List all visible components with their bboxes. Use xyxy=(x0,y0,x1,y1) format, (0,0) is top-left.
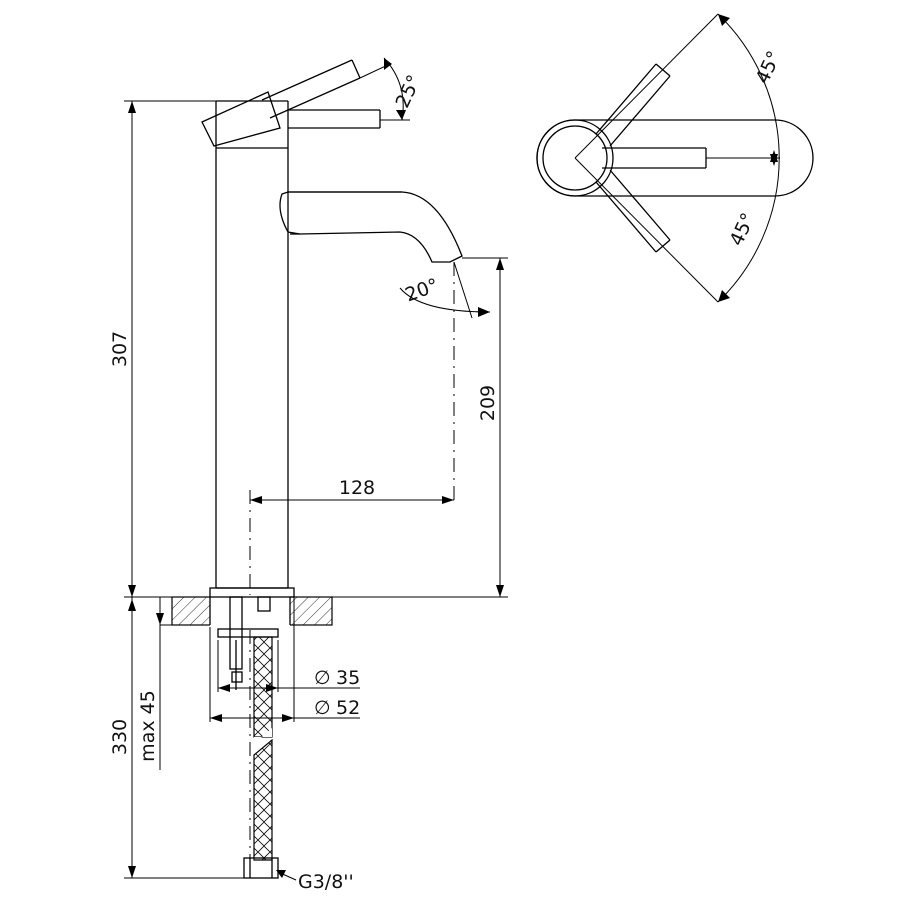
total-height-label: 307 xyxy=(109,331,131,367)
diameter-symbol-35: ∅ xyxy=(314,667,331,689)
lever-rotation-upper-label: 45° xyxy=(751,48,785,88)
spout-height-label: 209 xyxy=(477,385,499,421)
spout-angle-label: 20° xyxy=(402,274,441,306)
faucet-top-view xyxy=(536,13,814,303)
dimension-lines xyxy=(124,57,508,881)
dimension-labels: 307 330 max 45 209 128 ∅ 35 ∅ 52 G3/8'' … xyxy=(109,48,786,893)
diameter-52-label: 52 xyxy=(336,697,360,719)
countertop-section xyxy=(171,587,333,690)
flexible-hose xyxy=(243,636,279,879)
lever-tilt-label: 25° xyxy=(391,72,425,112)
lever-rotation-lower-label: 45° xyxy=(725,210,759,250)
max-counter-label: max 45 xyxy=(137,690,159,762)
diameter-symbol-52: ∅ xyxy=(314,697,331,719)
diameter-35-label: 35 xyxy=(336,667,360,689)
connection-label: G3/8'' xyxy=(298,871,354,893)
spout-reach-label: 128 xyxy=(339,477,375,499)
below-counter-label: 330 xyxy=(109,719,131,755)
faucet-side-view xyxy=(201,59,463,870)
